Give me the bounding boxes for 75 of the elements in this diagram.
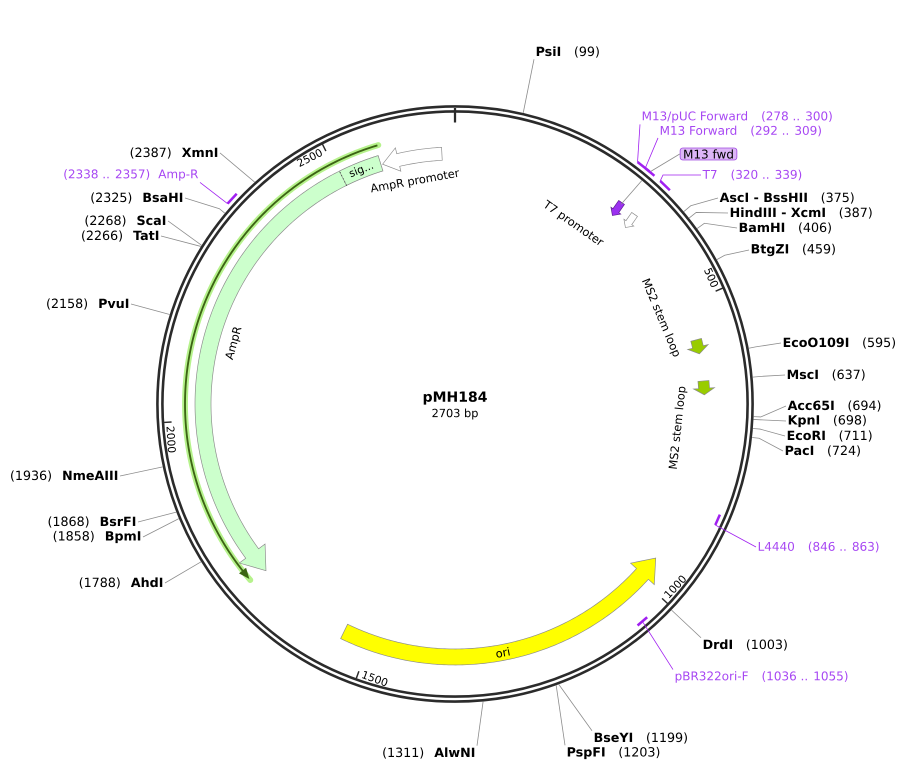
leader-line	[753, 419, 786, 422]
leader-line	[120, 466, 164, 476]
site-label: (2387) XmnI	[130, 147, 218, 159]
primer-mark	[644, 167, 656, 177]
site-label: EcoO109I (595)	[784, 337, 895, 349]
site-label: (2268) ScaI	[85, 215, 166, 227]
site-label: PacI (724)	[786, 445, 860, 457]
primer-label: M13 Forward (292 .. 309)	[660, 126, 821, 136]
leader-line	[644, 138, 658, 169]
feature-label: MS2 stem loop	[668, 386, 688, 469]
primer-label: pBR322ori-F (1036 .. 1055)	[676, 671, 848, 683]
leader-line	[620, 180, 642, 205]
plasmid-name: pMH184	[424, 391, 487, 405]
feature-label: AmpR	[225, 327, 242, 360]
leader-line	[522, 58, 534, 114]
site-label: (1858) BpmI	[54, 530, 140, 544]
site-label: (2325) BsaHI	[91, 192, 182, 204]
site-label: (2266) TatI	[82, 230, 158, 242]
leader-line	[476, 701, 484, 746]
primer-label: L4440 (846 .. 863)	[758, 542, 878, 552]
leader-line	[558, 684, 592, 732]
leader-line	[688, 212, 728, 218]
leader-line	[142, 518, 180, 538]
site-label: MscI (637)	[788, 369, 865, 381]
site-label: EcoRI (711)	[788, 430, 872, 442]
primer-mark	[714, 514, 722, 526]
leader-line	[683, 198, 718, 212]
leader-line	[168, 220, 202, 246]
leader-line	[200, 182, 228, 204]
site-label: BseYI (1199)	[594, 732, 687, 744]
leader-line	[752, 428, 786, 436]
feature-label: MS2 stem loop	[642, 278, 679, 356]
leader-line	[696, 222, 738, 229]
leader-line	[753, 406, 786, 418]
plasmid-length: 2703 bp	[432, 408, 478, 420]
leader-line	[752, 374, 786, 378]
leader-line	[184, 198, 226, 214]
site-label: (1868) BsrFI	[48, 516, 136, 528]
site-label: PsiI (99)	[536, 46, 599, 58]
leader-line	[164, 561, 202, 584]
site-label: (1788) AhdI	[80, 577, 162, 589]
leader-line	[650, 154, 680, 172]
site-label: HindIII - XcmI (387)	[730, 207, 872, 219]
leader-line	[714, 524, 756, 548]
leader-line	[130, 304, 170, 315]
leader-line	[220, 152, 255, 183]
feature-tag: M13 fwd	[680, 148, 738, 160]
site-label: (1936) NmeAIII	[11, 470, 118, 482]
leader-line	[160, 236, 202, 247]
scale-label: 2000	[166, 426, 176, 452]
primer-label: (2338 .. 2357) Amp-R	[64, 169, 198, 181]
primer-mark	[226, 192, 238, 204]
site-label: Acc65I (694)	[788, 400, 880, 412]
primer-mark	[636, 616, 648, 626]
leader-line	[752, 437, 784, 452]
primer-label: T7 (320 .. 339)	[702, 170, 802, 180]
site-label: KpnI (698)	[788, 414, 866, 428]
leader-line	[138, 512, 177, 522]
scale-label: 2500	[296, 149, 322, 167]
scale-label: 500	[704, 268, 718, 287]
site-label: (2158) PvuI	[47, 298, 128, 310]
leader-line	[671, 610, 702, 638]
site-label: DrdI (1003)	[704, 639, 787, 651]
leader-line	[748, 342, 782, 349]
leader-line	[637, 124, 640, 162]
site-label: (1311) AlwNI	[383, 747, 474, 759]
site-label: AscI - BssHII (375)	[720, 192, 854, 204]
leader-line	[716, 250, 750, 260]
site-label: PspFI (1203)	[568, 746, 660, 760]
site-label: BamHI (406)	[740, 222, 831, 234]
primer-label: M13/pUC Forward (278 .. 300)	[642, 111, 832, 123]
primer-mark	[659, 180, 671, 192]
leader-line	[660, 174, 702, 182]
leader-line	[556, 684, 566, 746]
site-label: BtgZI (459)	[752, 244, 835, 256]
